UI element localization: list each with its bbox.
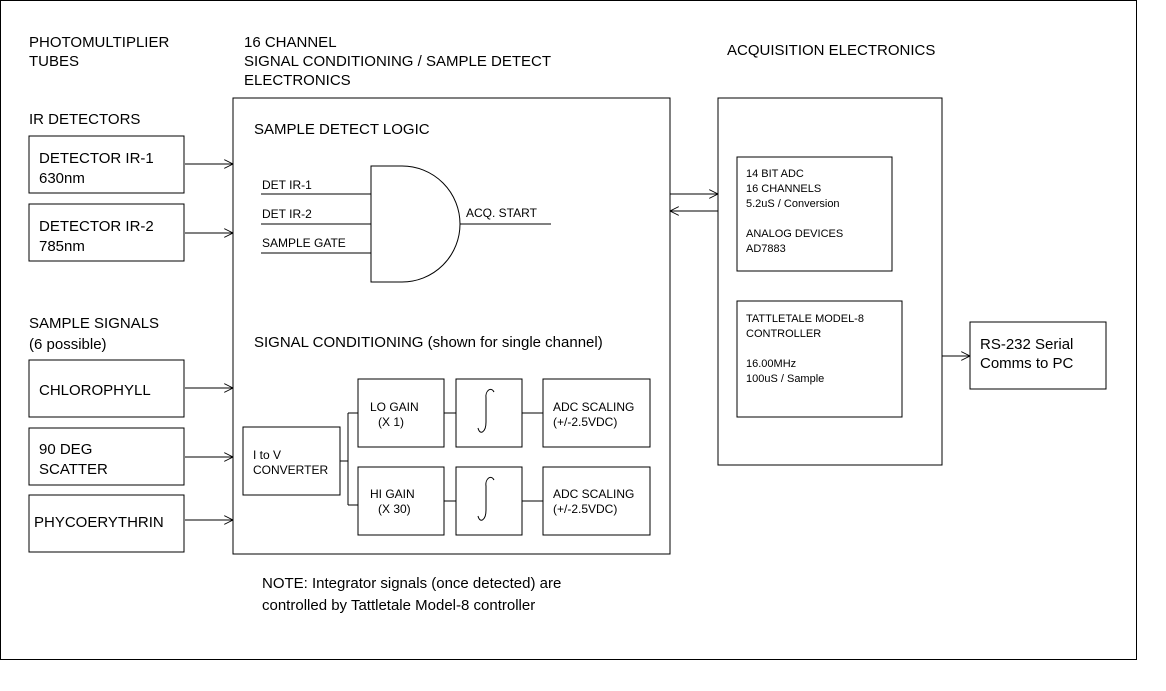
gate-output-label: ACQ. START — [466, 206, 538, 220]
detector-ir1-label: DETECTOR IR-1 — [39, 150, 154, 167]
and-gate-symbol — [370, 165, 461, 283]
detector-ir2-label: DETECTOR IR-2 — [39, 218, 154, 235]
detector-ir1-wavelength: 630nm — [39, 170, 85, 187]
lo-integral-icon — [477, 388, 495, 433]
rs232-label-line1: RS-232 Serial — [980, 336, 1073, 353]
lo-gain-label-line2: (X 1) — [378, 415, 404, 429]
detector-ir1-box — [28, 135, 185, 194]
note-line1: NOTE: Integrator signals (once detected)… — [262, 575, 561, 592]
hi-scaling-box — [542, 466, 651, 536]
controller-box — [736, 300, 903, 418]
signal-conditioning-title: SIGNAL CONDITIONING (shown for single ch… — [254, 334, 603, 351]
adc-line-1: 14 BIT ADC — [746, 168, 804, 180]
acquisition-box — [717, 97, 943, 466]
chlorophyll-box — [28, 359, 185, 418]
hi-scaling-label-line1: ADC SCALING — [553, 487, 634, 501]
sample-section-subtitle: (6 possible) — [29, 336, 107, 353]
conditioning-box — [232, 97, 671, 555]
hi-scaling-label-line2: (+/-2.5VDC) — [553, 502, 617, 516]
pmt-header-line2: TUBES — [29, 53, 79, 70]
lo-scaling-box — [542, 378, 651, 448]
hi-integrator-box — [455, 466, 523, 536]
scatter-label-line1: 90 DEG — [39, 441, 92, 458]
lo-integrator-box — [455, 378, 523, 448]
conditioning-header-line1: 16 CHANNEL — [244, 34, 337, 51]
sample-section-title: SAMPLE SIGNALS — [29, 315, 159, 332]
adc-line-5: ANALOG DEVICES — [746, 228, 843, 240]
adc-line-3: 5.2uS / Conversion — [746, 198, 840, 210]
hi-gain-box — [357, 466, 445, 536]
detector-ir2-box — [28, 203, 185, 262]
page-border — [0, 0, 1137, 660]
controller-line-5: 100uS / Sample — [746, 373, 824, 385]
note-line2: controlled by Tattletale Model-8 control… — [262, 597, 535, 614]
controller-line-2: CONTROLLER — [746, 328, 821, 340]
adc-box — [736, 156, 893, 272]
phycoerythrin-label: PHYCOERYTHRIN — [34, 514, 164, 531]
detector-ir2-wavelength: 785nm — [39, 238, 85, 255]
rs232-box — [969, 321, 1107, 390]
lo-scaling-label-line2: (+/-2.5VDC) — [553, 415, 617, 429]
input-label-ir1: DET IR-1 — [262, 178, 312, 192]
rs232-label-line2: Comms to PC — [980, 355, 1074, 372]
controller-line-4: 16.00MHz — [746, 358, 796, 370]
hi-gain-label-line1: HI GAIN — [370, 487, 415, 501]
chlorophyll-label: CHLOROPHYLL — [39, 382, 151, 399]
acquisition-header: ACQUISITION ELECTRONICS — [727, 42, 935, 59]
input-label-gate: SAMPLE GATE — [262, 236, 346, 250]
ir-section-title: IR DETECTORS — [29, 111, 140, 128]
hi-gain-label-line2: (X 30) — [378, 502, 411, 516]
pmt-header-line1: PHOTOMULTIPLIER — [29, 34, 169, 51]
scatter-label-line2: SCATTER — [39, 461, 108, 478]
scatter-box — [28, 427, 185, 486]
converter-label-line2: CONVERTER — [253, 463, 328, 477]
conditioning-header-line2: SIGNAL CONDITIONING / SAMPLE DETECT — [244, 53, 551, 70]
sample-detect-title: SAMPLE DETECT LOGIC — [254, 121, 430, 138]
adc-line-2: 16 CHANNELS — [746, 183, 821, 195]
lo-gain-label-line1: LO GAIN — [370, 400, 419, 414]
input-label-ir2: DET IR-2 — [262, 207, 312, 221]
adc-line-6: AD7883 — [746, 243, 786, 255]
hi-integral-icon — [477, 476, 495, 521]
controller-line-1: TATTLETALE MODEL-8 — [746, 313, 864, 325]
lo-scaling-label-line1: ADC SCALING — [553, 400, 634, 414]
phycoerythrin-box — [28, 494, 185, 553]
converter-label-line1: I to V — [253, 448, 281, 462]
conditioning-header-line3: ELECTRONICS — [244, 72, 351, 89]
